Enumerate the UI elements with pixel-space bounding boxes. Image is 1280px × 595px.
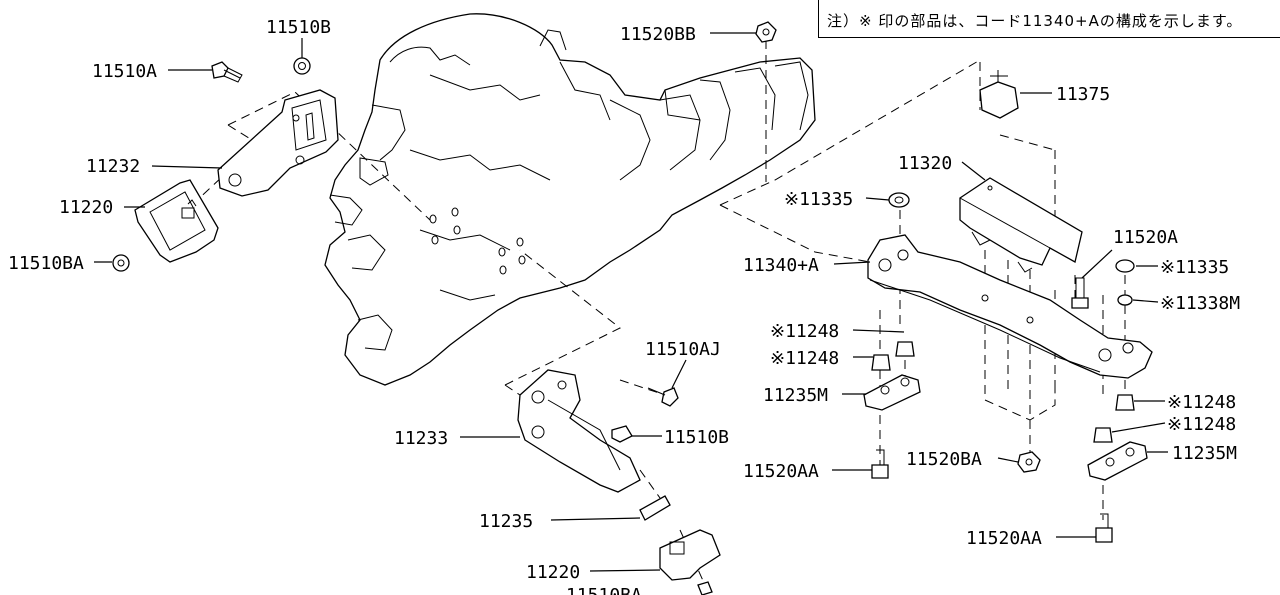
label-11248-b: ※11248 [770, 348, 839, 369]
center-insulator-11220 [659, 529, 721, 581]
label-11248-d: ※11248 [1167, 414, 1236, 435]
rear-nut-11520BB [755, 21, 777, 43]
rear-bracket-11375 [979, 70, 1019, 119]
label-11510B-top: 11510B [266, 17, 331, 38]
label-11235M-left: 11235M [763, 385, 828, 406]
label-11510A: 11510A [92, 61, 157, 82]
label-11510B-mid: 11510B [664, 427, 729, 448]
rear-plate-11235M-left [863, 374, 921, 411]
label-11248-a: ※11248 [770, 321, 839, 342]
left-mount-insulator [134, 179, 219, 263]
left-bolt-11510A [211, 61, 243, 83]
label-11220-bottom: 11220 [526, 562, 580, 583]
center-mount-bracket-11233 [517, 369, 641, 493]
left-washer-11510BA [112, 254, 130, 272]
label-11510BA-left: 11510BA [8, 253, 84, 274]
part-labels: 11510B 11510A 11232 11220 11510BA 11520B… [8, 17, 1240, 595]
rear-bushings-11248 [871, 341, 1135, 443]
leader-lines [94, 32, 1168, 572]
label-11248-c: ※11248 [1167, 392, 1236, 413]
label-11520BB: 11520BB [620, 24, 696, 45]
rear-mount-crossmember-11340A [867, 234, 1153, 379]
rear-collar-11338M [1117, 294, 1133, 306]
label-11335-right: ※11335 [1160, 257, 1229, 278]
rear-plate-11235M-right [1087, 441, 1148, 481]
label-11340A: 11340+A [743, 255, 819, 276]
left-nut-11510B [293, 57, 311, 75]
rear-nut-11520BA [1017, 451, 1041, 473]
label-11335-left: ※11335 [784, 189, 853, 210]
rear-washer-11335-left [888, 192, 910, 208]
label-11510AJ: 11510AJ [645, 339, 721, 360]
center-nut-11510BA-bottom [697, 581, 713, 595]
center-bolt-11510AJ [647, 387, 679, 407]
label-11320: 11320 [898, 153, 952, 174]
center-stopper-11235 [639, 495, 671, 521]
note-box: 注）※ 印の部品は、コード11340+Aの構成を示します。 [818, 0, 1280, 38]
engine-transmission-outline [324, 13, 816, 386]
rear-insulator-11320 [959, 177, 1083, 273]
rear-washer-11335-right [1115, 259, 1135, 273]
label-11235M-right: 11235M [1172, 443, 1237, 464]
label-11233: 11233 [394, 428, 448, 449]
label-11235: 11235 [479, 511, 533, 532]
note-text: 注）※ 印の部品は、コード11340+Aの構成を示します。 [827, 12, 1243, 30]
label-11520AA-right: 11520AA [966, 528, 1042, 549]
label-11232: 11232 [86, 156, 140, 177]
rear-bolts-11520AA [871, 449, 1113, 543]
label-11375: 11375 [1056, 84, 1110, 105]
label-11338M: ※11338M [1160, 293, 1240, 314]
label-11520BA: 11520BA [906, 449, 982, 470]
label-11510BA-bottom: 11510BA [566, 585, 642, 595]
rear-bolt-11520A [1071, 277, 1089, 309]
center-nut-11510B [611, 425, 633, 443]
left-engine-mount-bracket [217, 89, 339, 197]
label-11520AA-left: 11520AA [743, 461, 819, 482]
label-11520A: 11520A [1113, 227, 1178, 248]
label-11220-left: 11220 [59, 197, 113, 218]
